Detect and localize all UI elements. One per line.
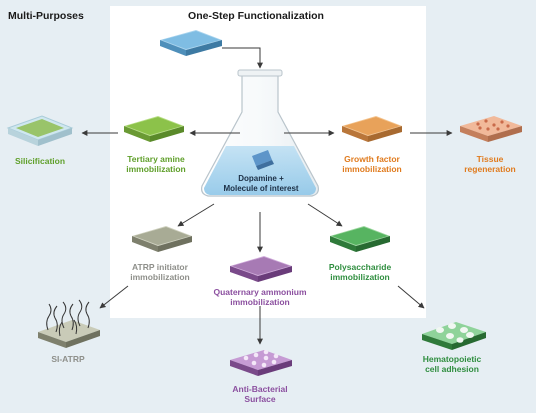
label-tissue-line2: regeneration: [464, 164, 516, 174]
growth-factor-slab: [342, 116, 402, 142]
quaternary-ammonium-slab: [230, 256, 292, 282]
atrp-initiator-slab: [132, 226, 192, 252]
anti-bacterial-slab: [230, 349, 292, 376]
label-hematopoietic-line1: Hematopoietic: [423, 354, 482, 364]
arrow-atrp-to-siatrp: [99, 285, 129, 309]
label-growth-line2: immobilization: [342, 164, 402, 174]
label-tertiary-line2: immobilization: [126, 164, 186, 174]
tertiary-amine-slab: [124, 116, 184, 142]
si-atrp-slab: [38, 299, 100, 348]
label-atrp-line2: immobilization: [130, 272, 190, 282]
flask-label-line1: Dopamine +: [238, 174, 284, 183]
label-antibacterial-line1: Anti-Bacterial: [232, 384, 287, 394]
tissue-regeneration-slab: [460, 116, 522, 142]
arrow-polysaccharide-to-hematopoietic: [397, 285, 425, 309]
blue-substrate-slab: [160, 30, 222, 56]
title-multi-purposes: Multi-Purposes: [8, 10, 84, 22]
label-polysaccharide-line1: Polysaccharide: [329, 262, 392, 272]
arrow-substrate-to-flask: [222, 47, 263, 69]
title-one-step-functionalization: One-Step Functionalization: [188, 10, 324, 22]
flask-label-line2: Molecule of interest: [223, 184, 298, 193]
arrow-flask-to-atrp: [177, 203, 215, 227]
arrow-flask-to-polysaccharide: [307, 203, 343, 227]
hematopoietic-slab: [422, 322, 486, 350]
label-si-atrp: SI-ATRP: [51, 354, 85, 364]
label-quaternary-line2: immobilization: [230, 297, 290, 307]
dissolved-crystal: [252, 150, 272, 166]
label-atrp-line1: ATRP initiator: [132, 262, 189, 272]
label-quaternary-line1: Quaternary ammonium: [213, 287, 306, 297]
label-tissue-line1: Tissue: [477, 154, 504, 164]
erlenmeyer-flask: [201, 69, 319, 197]
label-antibacterial-line2: Surface: [244, 394, 275, 404]
silicification-slab: [6, 115, 74, 146]
label-hematopoietic-line2: cell adhesion: [425, 364, 479, 374]
polysaccharide-slab: [330, 226, 390, 252]
label-silicification: Silicification: [15, 156, 65, 166]
label-growth-line1: Growth factor: [344, 154, 400, 164]
label-tertiary-line1: Tertiary amine: [127, 154, 185, 164]
label-polysaccharide-line2: immobilization: [330, 272, 390, 282]
